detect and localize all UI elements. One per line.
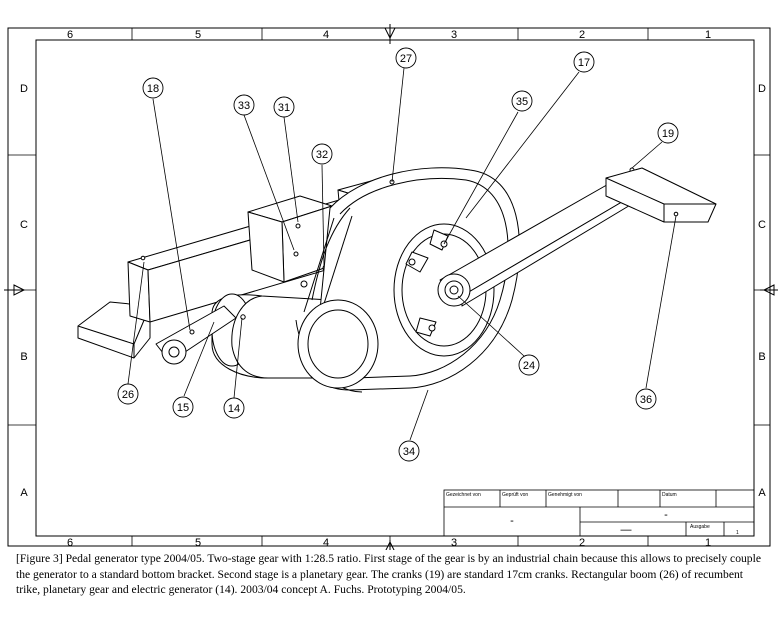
- zone-label-bottom-6: 6: [67, 537, 73, 549]
- svg-text:14: 14: [228, 403, 240, 415]
- tb-center-dash: -: [510, 515, 514, 527]
- tb-sheet-num: 1: [736, 530, 739, 536]
- zone-label-right-C: C: [758, 219, 766, 231]
- svg-text:18: 18: [147, 83, 159, 95]
- zone-label-top-5: 5: [195, 29, 201, 41]
- zone-label-top-1: 1: [705, 29, 711, 41]
- svg-text:17: 17: [578, 57, 590, 69]
- callout-26: 26: [117, 383, 139, 405]
- svg-text:33: 33: [238, 100, 250, 112]
- svg-text:15: 15: [177, 402, 189, 414]
- tb-cell-checked: Geprüft von: [502, 492, 528, 498]
- zone-label-left-C: C: [20, 219, 28, 231]
- zone-label-right-A: A: [758, 487, 766, 499]
- zone-label-bottom-1: 1: [705, 537, 711, 549]
- zone-label-top-4: 4: [323, 29, 329, 41]
- callout-17: 17: [573, 51, 595, 73]
- callout-31: 31: [273, 96, 295, 118]
- boom-clamp: [247, 195, 333, 288]
- svg-text:27: 27: [400, 53, 412, 65]
- callout-32: 32: [311, 143, 333, 165]
- tb-bottom-dash: —: [621, 524, 632, 536]
- zone-label-left-A: A: [20, 487, 28, 499]
- zone-label-right-D: D: [758, 83, 766, 95]
- figure-caption: [Figure 3] Pedal generator type 2004/05.…: [16, 552, 761, 596]
- svg-text:36: 36: [640, 394, 652, 406]
- callout-27: 27: [395, 47, 417, 69]
- technical-drawing: 6 5 4 3 2 1 6 5 4 3 2 1 D C B A D C B A: [4, 24, 778, 550]
- zone-label-top-2: 2: [579, 29, 585, 41]
- zone-label-bottom-5: 5: [195, 537, 201, 549]
- zone-label-bottom-3: 3: [451, 537, 457, 549]
- zone-labels-left: D C B A: [20, 83, 28, 499]
- callout-24: 24: [518, 354, 540, 376]
- right-pedal: [605, 167, 717, 223]
- svg-text:32: 32: [316, 149, 328, 161]
- zone-label-top-3: 3: [451, 29, 457, 41]
- callout-33: 33: [233, 94, 255, 116]
- callout-35: 35: [511, 90, 533, 112]
- tb-cell-drawn: Gezeichnet von: [446, 492, 481, 498]
- zone-labels-top: 6 5 4 3 2 1: [67, 29, 711, 41]
- inner-frame: [35, 39, 755, 537]
- callout-34: 34: [398, 440, 420, 462]
- svg-text:26: 26: [122, 389, 134, 401]
- leader-lines: [127, 67, 677, 441]
- tb-cell-approved: Genehmigt von: [548, 492, 582, 498]
- zone-label-left-D: D: [20, 83, 28, 95]
- svg-text:19: 19: [662, 128, 674, 140]
- assembly-drawing: [77, 167, 717, 393]
- crank-link: [155, 305, 237, 365]
- svg-text:24: 24: [523, 360, 535, 372]
- tb-sheet-label: Ausgabe: [690, 524, 710, 530]
- callout-19: 19: [657, 122, 679, 144]
- tb-cell-date: Datum: [662, 492, 677, 498]
- centering-marks: [4, 24, 778, 550]
- svg-text:35: 35: [516, 96, 528, 108]
- zone-labels-bottom: 6 5 4 3 2 1: [67, 537, 711, 549]
- callout-14: 14: [223, 397, 245, 419]
- zone-label-top-6: 6: [67, 29, 73, 41]
- tb-right-dash: -: [664, 509, 668, 521]
- callout-36: 36: [635, 388, 657, 410]
- callout-18: 18: [142, 77, 164, 99]
- svg-text:34: 34: [403, 446, 415, 458]
- zone-label-bottom-4: 4: [323, 537, 329, 549]
- title-block-text: Gezeichnet von Geprüft von Genehmigt von…: [446, 492, 739, 536]
- bottom-bracket: [437, 273, 471, 307]
- callout-15: 15: [172, 396, 194, 418]
- zone-labels-right: D C B A: [758, 83, 766, 499]
- zone-label-left-B: B: [20, 351, 27, 363]
- zone-label-right-B: B: [758, 351, 765, 363]
- zone-label-bottom-2: 2: [579, 537, 585, 549]
- callouts: 18 33 31 32 27 35 17 19 26 15 14 34 24 3…: [117, 47, 679, 462]
- svg-text:31: 31: [278, 102, 290, 114]
- title-block: [443, 489, 755, 537]
- sprocket-cover: [297, 299, 379, 389]
